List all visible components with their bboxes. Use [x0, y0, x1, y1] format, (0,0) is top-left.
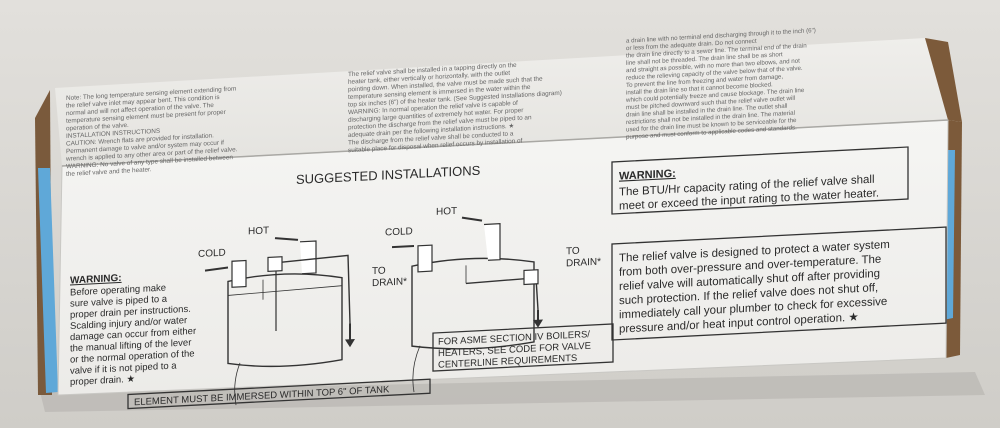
lw-line: valve if it is not piped to a [70, 360, 177, 376]
cold-label-2: COLD [385, 226, 413, 238]
lw-line: Before operating make [70, 283, 166, 299]
cold-arrow-2 [392, 245, 414, 249]
to-label-1: TO [372, 265, 386, 277]
tank-1-inner [227, 285, 343, 296]
asme-note-box [432, 323, 614, 372]
lw-line: sure valve is piped to a [70, 294, 168, 310]
left-blue-edge [38, 168, 58, 393]
hot-arrow-1 [274, 237, 299, 241]
top-flap-text: Note: The long temperature sensing eleme… [65, 27, 816, 178]
flap-col-1: Note: The long temperature sensing eleme… [65, 85, 238, 178]
cold-pipe-2 [417, 244, 433, 273]
top-flap [55, 38, 948, 166]
hot-pipe-2 [484, 223, 501, 261]
pointer-1 [234, 362, 241, 406]
relief-valve-1 [267, 256, 283, 273]
left-warning-title: WARNING: [70, 273, 122, 287]
diagram-1: COLD HOT TO DRAIN* [198, 225, 407, 406]
right-end-flap [925, 38, 962, 122]
col1-line: the relief valve and the heater. [66, 166, 152, 178]
hot-pipe-1 [300, 240, 317, 275]
cold-label-1: COLD [198, 248, 226, 260]
relief-pipe-1 [271, 254, 351, 324]
relief-info-text: The relief valve is designed to protect … [619, 239, 890, 336]
tank-2 [411, 257, 535, 350]
element-note-box [127, 378, 431, 410]
tank-1 [227, 273, 343, 368]
cold-arrow-1 [204, 266, 229, 272]
box-crease [61, 119, 949, 167]
hot-arrow-2 [461, 216, 483, 222]
drain-arrow-head-2 [533, 319, 543, 328]
lw-line: proper drain. ★ [70, 374, 135, 388]
to-label-2: TO [566, 246, 580, 258]
drain-arrow-head-1 [345, 339, 355, 348]
col1-line: operation of the valve. [66, 122, 129, 133]
relief-info-box [611, 226, 947, 341]
cold-pipe-1 [231, 259, 247, 288]
flap-col-3: a drain line with no terminal end discha… [625, 27, 816, 141]
pointer-2 [412, 345, 421, 393]
hot-label-2: HOT [436, 206, 457, 218]
diagram-2: COLD HOT TO DRAIN* [385, 206, 601, 393]
right-warning-title: WARNING: [619, 168, 676, 183]
box-shadow [40, 372, 985, 412]
relief-valve-2 [523, 269, 539, 286]
hot-label-1: HOT [248, 225, 269, 237]
drain-label-2: DRAIN* [566, 257, 601, 270]
right-warning-box [611, 146, 909, 215]
drain-label-1: DRAIN* [372, 276, 407, 289]
